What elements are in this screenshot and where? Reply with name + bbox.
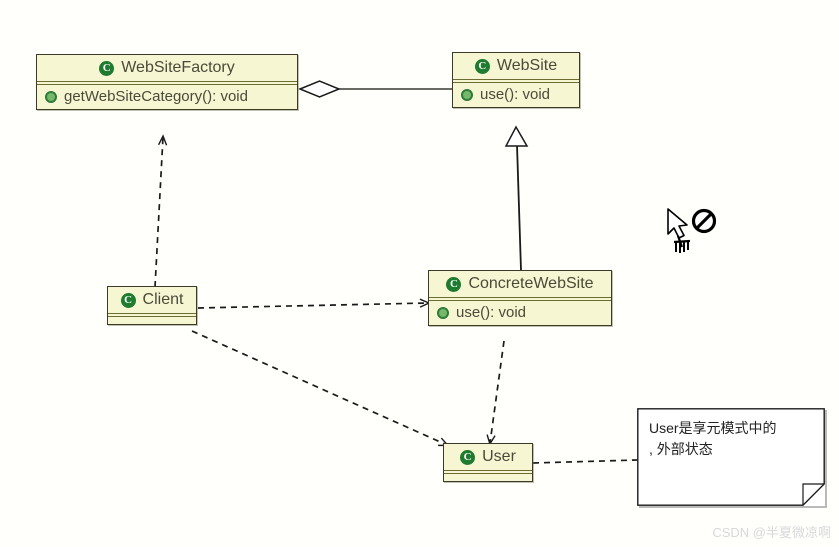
note-text: User是享元模式中的 , 外部状态 <box>649 420 777 457</box>
class-icon: C <box>446 276 462 292</box>
class-members-concretewebsite: use(): void <box>429 301 611 325</box>
class-member-row[interactable]: use(): void <box>461 86 571 103</box>
class-node-user[interactable]: C User <box>443 443 533 482</box>
compartment-divider <box>453 79 579 83</box>
class-name-label: ConcreteWebSite <box>468 275 594 292</box>
dependency-concretewebsite-user <box>486 340 505 446</box>
class-header-website: C WebSite <box>453 53 579 79</box>
compartment-divider <box>444 470 532 474</box>
compartment-divider <box>429 297 611 301</box>
class-name-label: User <box>482 448 516 465</box>
compartment-divider <box>37 81 297 85</box>
dependency-client-concretewebsite <box>197 298 431 309</box>
note-shape <box>637 408 825 506</box>
dependency-client-user <box>191 330 450 447</box>
note-anchor-user <box>532 459 638 464</box>
class-name-label: Client <box>142 291 184 308</box>
class-members-websitefactory: getWebSiteCategory(): void <box>37 85 297 109</box>
class-name-label: WebSiteFactory <box>121 59 235 76</box>
class-member-row[interactable]: getWebSiteCategory(): void <box>45 88 289 105</box>
public-method-icon <box>45 90 57 103</box>
generalization-concretewebsite-website <box>504 125 529 271</box>
public-method-icon <box>461 88 473 101</box>
class-icon: C <box>120 292 136 308</box>
class-node-client[interactable]: C Client <box>107 286 197 325</box>
class-header-websitefactory: C WebSiteFactory <box>37 55 297 81</box>
class-header-client: C Client <box>108 287 196 313</box>
member-label: getWebSiteCategory(): void <box>64 88 248 105</box>
compartment-divider <box>108 313 196 317</box>
aggregation-websitefactory-website <box>298 80 452 98</box>
watermark-label: CSDN @半夏微凉啊 <box>712 525 831 540</box>
class-node-websitefactory[interactable]: C WebSiteFactory getWebSiteCategory(): v… <box>36 54 298 110</box>
member-label: use(): void <box>456 304 527 321</box>
class-members-user <box>444 474 532 481</box>
class-node-website[interactable]: C WebSite use(): void <box>452 52 580 108</box>
class-header-user: C User <box>444 444 532 470</box>
note-box-user[interactable]: User是享元模式中的 , 外部状态 <box>637 408 825 506</box>
class-icon: C <box>99 60 115 76</box>
public-method-icon <box>437 306 449 319</box>
member-label: use(): void <box>480 86 551 103</box>
class-members-website: use(): void <box>453 83 579 107</box>
class-node-concretewebsite[interactable]: C ConcreteWebSite use(): void <box>428 270 612 326</box>
dependency-client-websitefactory <box>154 134 168 288</box>
class-member-row[interactable]: use(): void <box>437 304 603 321</box>
class-name-label: WebSite <box>496 57 558 74</box>
class-header-concretewebsite: C ConcreteWebSite <box>429 271 611 297</box>
no-drop-drag-cursor <box>663 206 721 261</box>
class-icon: C <box>474 58 490 74</box>
class-members-client <box>108 317 196 324</box>
class-icon: C <box>460 449 476 465</box>
